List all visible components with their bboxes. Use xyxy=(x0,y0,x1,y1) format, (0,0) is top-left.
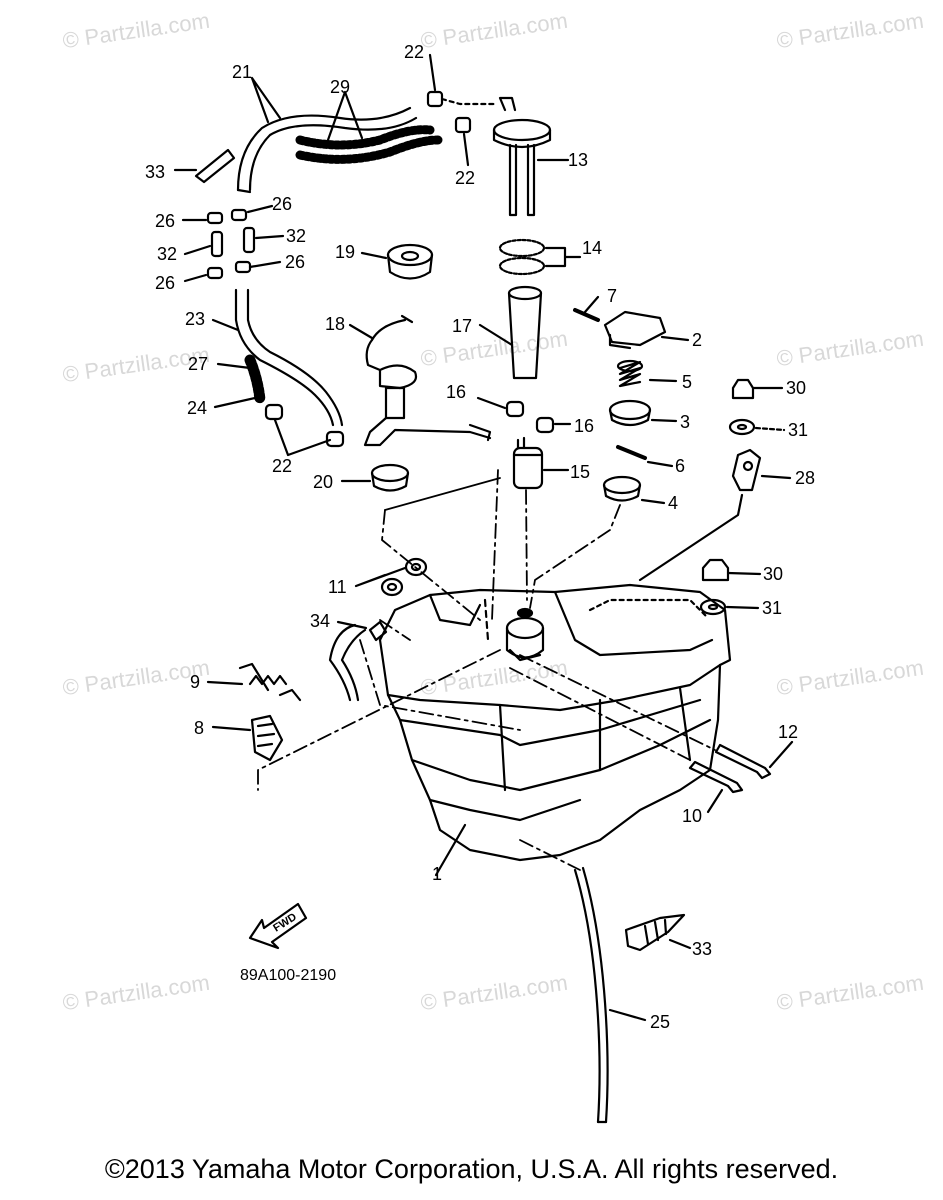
spring-clip xyxy=(238,662,302,702)
callout-label: 19 xyxy=(335,242,355,262)
hose-clip xyxy=(264,403,345,448)
callout-label: 33 xyxy=(145,162,165,182)
callout-label: 16 xyxy=(574,416,594,436)
callout-label: 7 xyxy=(607,286,617,306)
filler-cap xyxy=(608,399,652,427)
callout-label: 3 xyxy=(680,412,690,432)
callout-label: 27 xyxy=(188,354,208,374)
corrugated-hose xyxy=(244,354,266,406)
callout-label: 34 xyxy=(310,611,330,631)
callout-label: 13 xyxy=(568,150,588,170)
callout-label: 16 xyxy=(446,382,466,402)
callout-label: 23 xyxy=(185,309,205,329)
fwd-label: FWD xyxy=(271,911,299,934)
fuel-hose xyxy=(234,288,344,427)
filler-neck xyxy=(505,607,545,662)
diagram-code: 89A100-2190 xyxy=(240,967,336,984)
callout-label: 33 xyxy=(692,939,712,959)
filter-tube xyxy=(507,285,543,380)
spring xyxy=(616,359,644,388)
callout-label: 9 xyxy=(190,672,200,692)
float-arm xyxy=(363,314,492,447)
grommet xyxy=(602,475,642,502)
fuel-tank xyxy=(378,583,732,862)
callout-label: 17 xyxy=(452,316,472,336)
cap-holder xyxy=(573,308,667,350)
fuel-pump xyxy=(512,436,544,490)
hose-clip xyxy=(505,400,555,434)
rubber-washer xyxy=(380,557,428,597)
washer xyxy=(699,418,756,616)
callout-label: 4 xyxy=(668,493,678,513)
nut xyxy=(701,378,755,582)
breather-hoses xyxy=(236,106,418,194)
copyright-notice: ©2013 Yamaha Motor Corporation, U.S.A. A… xyxy=(104,1154,839,1184)
grommet xyxy=(370,463,410,492)
callout-label: 28 xyxy=(795,468,815,488)
callout-label: 15 xyxy=(570,462,590,482)
exploded-view-drawing: FWD 89A100-2190 22 21 29 13 33 22 26 26 … xyxy=(145,42,815,1124)
callout-label: 8 xyxy=(194,718,204,738)
callout-label: 26 xyxy=(285,252,305,272)
callout-label: 26 xyxy=(272,194,292,214)
callout-label: 24 xyxy=(187,398,207,418)
callout-label: 25 xyxy=(650,1012,670,1032)
protector-pad xyxy=(250,714,284,762)
hose-joint xyxy=(210,226,256,258)
bolt xyxy=(688,743,772,794)
callout-label: 1 xyxy=(432,864,442,884)
callout-label: 30 xyxy=(786,378,806,398)
callout-label: 26 xyxy=(155,273,175,293)
callout-label: 29 xyxy=(330,77,350,97)
callout-label: 18 xyxy=(325,314,345,334)
hose-protector xyxy=(295,125,443,164)
callout-label: 22 xyxy=(272,456,292,476)
callout-label: 32 xyxy=(286,226,306,246)
callout-label: 22 xyxy=(455,168,475,188)
grommet-pair xyxy=(498,238,546,276)
callout-label: 31 xyxy=(762,598,782,618)
callout-label: 21 xyxy=(232,62,252,82)
drain-hose xyxy=(573,866,609,1124)
callout-label: 20 xyxy=(313,472,333,492)
fuel-sender xyxy=(492,96,552,217)
hose-clamp xyxy=(624,913,686,952)
callout-label: 26 xyxy=(155,211,175,231)
callout-label: 14 xyxy=(582,238,602,258)
hose-clamp xyxy=(194,148,236,184)
callout-label: 22 xyxy=(404,42,424,62)
callout-label: 6 xyxy=(675,456,685,476)
callout-label: 11 xyxy=(328,577,347,597)
callout-label: 30 xyxy=(763,564,783,584)
callout-label: 10 xyxy=(682,806,702,826)
mounting-bracket xyxy=(731,448,762,492)
callout-label: 31 xyxy=(788,420,808,440)
grommet xyxy=(386,243,434,280)
pin xyxy=(616,445,647,460)
hose-clip xyxy=(426,90,472,134)
callout-label: 32 xyxy=(157,244,177,264)
callout-label: 5 xyxy=(682,372,692,392)
fwd-arrow-icon xyxy=(248,902,308,950)
callout-label: 2 xyxy=(692,330,702,350)
callout-label: 12 xyxy=(778,722,798,742)
callout-labels: 22 21 29 13 33 22 26 26 32 32 26 26 19 1… xyxy=(145,42,815,1032)
hose-clamp xyxy=(328,620,388,702)
